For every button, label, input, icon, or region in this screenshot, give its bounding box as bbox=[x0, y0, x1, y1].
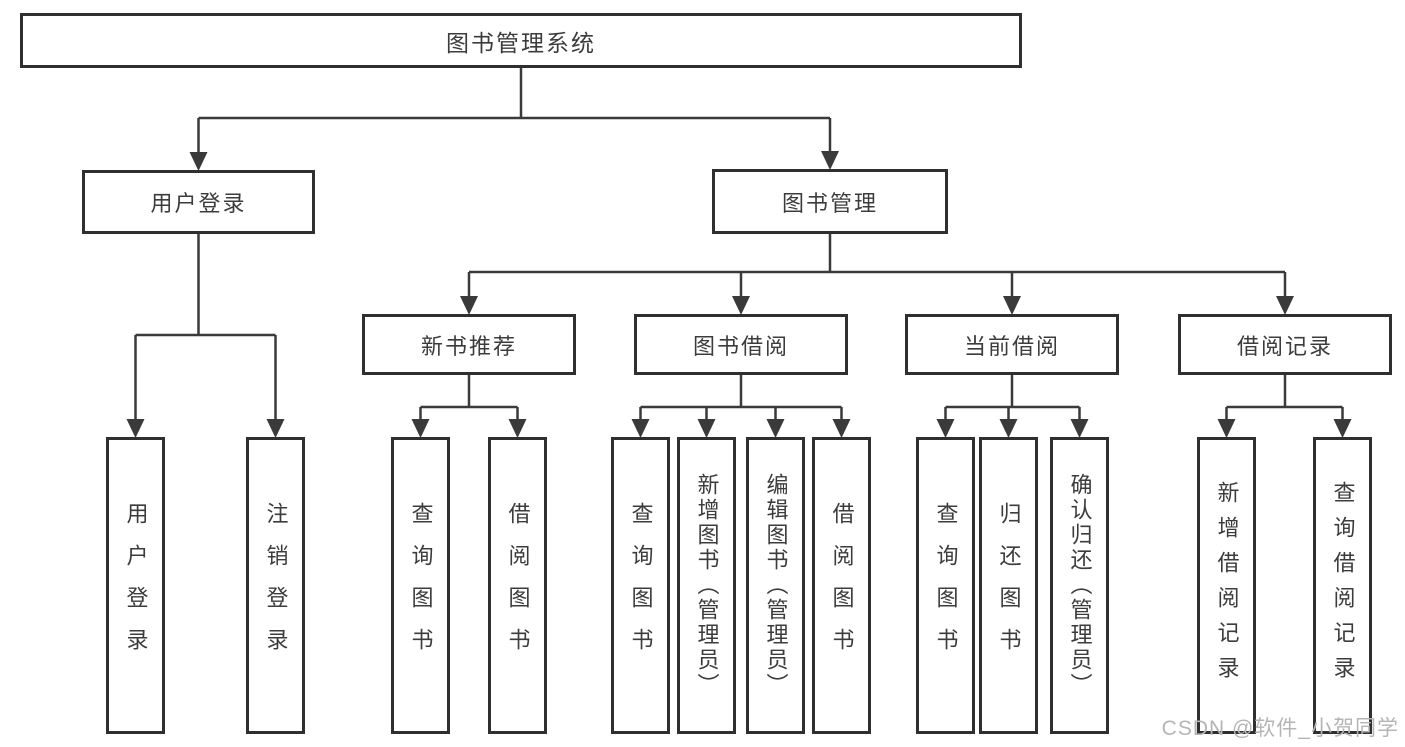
arrowhead bbox=[766, 419, 785, 438]
node-bb-borrow-books: 借阅图书 bbox=[812, 437, 871, 734]
arrowhead bbox=[266, 419, 285, 438]
node-new-book-rec: 新书推荐 bbox=[362, 314, 576, 375]
arrowhead bbox=[697, 419, 716, 438]
arrowhead bbox=[508, 419, 527, 438]
node-label-book-borrow: 图书借阅 bbox=[692, 333, 789, 359]
node-bb-add-books: 新增图书（管理员） bbox=[677, 437, 736, 734]
node-borrow-records: 借阅记录 bbox=[1178, 314, 1392, 375]
node-label-book-mgmt: 图书管理 bbox=[781, 190, 878, 216]
node-book-mgmt: 图书管理 bbox=[712, 169, 948, 234]
node-bb-edit-books: 编辑图书（管理员） bbox=[746, 437, 805, 734]
node-label-nbr-query-books: 查询图书 bbox=[408, 501, 434, 670]
arrowhead bbox=[1003, 296, 1021, 315]
node-label-bb-borrow-books: 借阅图书 bbox=[829, 501, 855, 670]
node-label-cb-confirm-return: 确认归还（管理员） bbox=[1067, 473, 1093, 698]
node-label-cb-query-books: 查询图书 bbox=[933, 501, 959, 670]
arrowhead bbox=[1070, 419, 1089, 438]
arrowhead bbox=[411, 419, 430, 438]
node-label-bb-add-books: 新增图书（管理员） bbox=[694, 473, 720, 698]
node-label-leaf-user-login: 用户登录 bbox=[123, 501, 149, 670]
node-label-br-query-record: 查询借阅记录 bbox=[1330, 480, 1356, 691]
node-label-borrow-records: 借阅记录 bbox=[1236, 333, 1333, 359]
node-user-login: 用户登录 bbox=[82, 170, 315, 234]
node-label-br-add-record: 新增借阅记录 bbox=[1214, 480, 1240, 691]
node-cb-confirm-return: 确认归还（管理员） bbox=[1050, 437, 1109, 734]
node-label-new-book-rec: 新书推荐 bbox=[420, 333, 517, 359]
node-label-bb-edit-books: 编辑图书（管理员） bbox=[763, 473, 789, 698]
arrowhead bbox=[631, 419, 650, 438]
arrowhead bbox=[936, 419, 955, 438]
arrowhead bbox=[189, 152, 208, 171]
node-label-leaf-logout: 注销登录 bbox=[263, 501, 289, 670]
arrowhead bbox=[126, 419, 145, 438]
arrowhead bbox=[1217, 419, 1236, 438]
node-nbr-borrow-books: 借阅图书 bbox=[488, 437, 547, 734]
node-label-cb-return-books: 归还图书 bbox=[996, 501, 1022, 670]
arrowhead bbox=[821, 151, 839, 170]
node-br-query-record: 查询借阅记录 bbox=[1313, 437, 1372, 734]
arrowhead bbox=[999, 419, 1018, 438]
arrowhead bbox=[832, 419, 851, 438]
node-bb-query-books: 查询图书 bbox=[611, 437, 670, 734]
node-leaf-user-login: 用户登录 bbox=[106, 437, 165, 734]
node-leaf-logout: 注销登录 bbox=[246, 437, 305, 734]
node-label-current-borrow: 当前借阅 bbox=[963, 333, 1060, 359]
arrowhead bbox=[732, 296, 750, 315]
arrowhead bbox=[1276, 296, 1294, 315]
arrowhead bbox=[460, 296, 478, 315]
node-nbr-query-books: 查询图书 bbox=[391, 437, 450, 734]
node-label-user-login: 用户登录 bbox=[150, 191, 247, 216]
node-br-add-record: 新增借阅记录 bbox=[1197, 437, 1256, 734]
node-root: 图书管理系统 bbox=[20, 13, 1022, 68]
node-label-nbr-borrow-books: 借阅图书 bbox=[505, 501, 531, 670]
node-cb-return-books: 归还图书 bbox=[979, 437, 1038, 734]
node-current-borrow: 当前借阅 bbox=[905, 314, 1119, 375]
node-cb-query-books: 查询图书 bbox=[916, 437, 975, 734]
node-label-root: 图书管理系统 bbox=[446, 29, 596, 56]
node-book-borrow: 图书借阅 bbox=[634, 314, 848, 375]
node-label-bb-query-books: 查询图书 bbox=[628, 501, 654, 670]
watermark: CSDN @软件_小贺同学 bbox=[1161, 717, 1399, 740]
arrowhead bbox=[1333, 419, 1352, 438]
